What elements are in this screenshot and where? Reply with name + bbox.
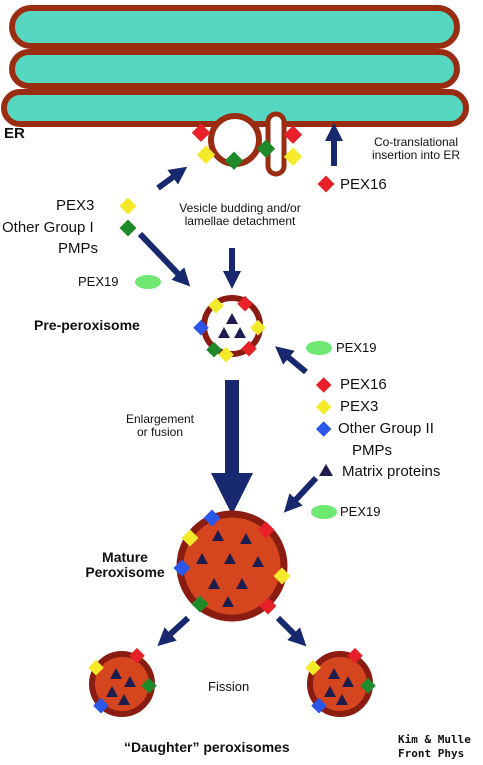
er-membrane bbox=[1, 5, 469, 177]
credit-line2: Front Phys bbox=[398, 747, 465, 760]
pex3-marker bbox=[315, 399, 332, 415]
pex16-mid-label: PEX16 bbox=[340, 376, 387, 393]
matrix-proteins-label: Matrix proteins bbox=[342, 463, 441, 480]
arrows bbox=[137, 123, 343, 647]
group-ii-marker bbox=[315, 421, 332, 437]
pex19-marker bbox=[311, 505, 337, 519]
cotranslational-line1: Co-translational bbox=[373, 135, 459, 149]
group-i-protein bbox=[224, 151, 244, 170]
group-i-protein bbox=[256, 139, 276, 158]
pex19-left-label: PEX19 bbox=[78, 274, 119, 289]
er-label: ER bbox=[4, 125, 25, 142]
enlargement-line2: or fusion bbox=[136, 425, 184, 440]
enlargement-label: Enlargement or fusion bbox=[110, 412, 210, 440]
arrow-fission-left bbox=[157, 615, 191, 647]
arrow-group-i-to-preperoxisome bbox=[137, 231, 191, 287]
pex3-mid-label: PEX3 bbox=[340, 398, 379, 415]
arrow-fission-right bbox=[275, 615, 307, 647]
pex3-protein bbox=[196, 145, 216, 164]
protein-markers bbox=[119, 175, 337, 519]
pmps-left-label: PMPs bbox=[58, 240, 99, 257]
mature-line1: Mature bbox=[102, 549, 148, 565]
cotranslational-line2: insertion into ER bbox=[371, 148, 461, 163]
pex19-mid-label: PEX19 bbox=[336, 340, 377, 355]
vesicle-line2: lamellae detachment bbox=[184, 214, 296, 229]
pre-peroxisome bbox=[193, 295, 266, 363]
pex3-marker bbox=[119, 197, 137, 215]
er-membrane-proteins bbox=[191, 123, 303, 170]
pex16-protein bbox=[191, 123, 211, 142]
pex16-protein bbox=[283, 125, 303, 144]
vesicle-label: Vesicle budding and/or lamellae detachme… bbox=[160, 201, 320, 229]
arrow-matrix-to-mature bbox=[283, 475, 319, 513]
pex19-marker bbox=[135, 275, 161, 289]
arrow-to-er bbox=[156, 166, 188, 191]
pex16-top-label: PEX16 bbox=[340, 176, 387, 193]
credit-line1: Kim & Mulle bbox=[398, 733, 471, 746]
other-group-ii-label: Other Group II bbox=[338, 420, 434, 437]
matrix-marker bbox=[319, 464, 333, 476]
group-i-marker bbox=[119, 219, 137, 237]
mature-line2: Peroxisome bbox=[85, 564, 165, 581]
pre-peroxisome-label: Pre-peroxisome bbox=[34, 317, 140, 333]
pex3-protein bbox=[283, 147, 303, 166]
arrow-pex-to-preperoxisome bbox=[275, 346, 308, 375]
vesicle-line1: Vesicle budding and/or bbox=[179, 201, 301, 215]
pex16-marker bbox=[315, 377, 332, 393]
pex19-low-label: PEX19 bbox=[340, 504, 381, 519]
fission-label: Fission bbox=[208, 679, 250, 694]
daughter-peroxisome-left bbox=[88, 647, 157, 717]
cotranslational-label: Co-translational insertion into ER bbox=[352, 135, 480, 163]
daughter-peroxisomes-label: “Daughter” peroxisomes bbox=[124, 739, 290, 755]
pex3-left-label: PEX3 bbox=[56, 197, 95, 214]
enlargement-line1: Enlargement bbox=[125, 412, 195, 426]
pmps-mid-label: PMPs bbox=[352, 442, 393, 459]
daughter-peroxisome-right bbox=[305, 647, 376, 717]
other-group-i-label: Other Group I bbox=[2, 219, 94, 236]
mature-peroxisome bbox=[173, 509, 291, 622]
pex19-marker bbox=[306, 341, 332, 355]
pex16-marker bbox=[317, 175, 335, 193]
mature-peroxisome-label: Mature Peroxisome bbox=[70, 549, 180, 581]
